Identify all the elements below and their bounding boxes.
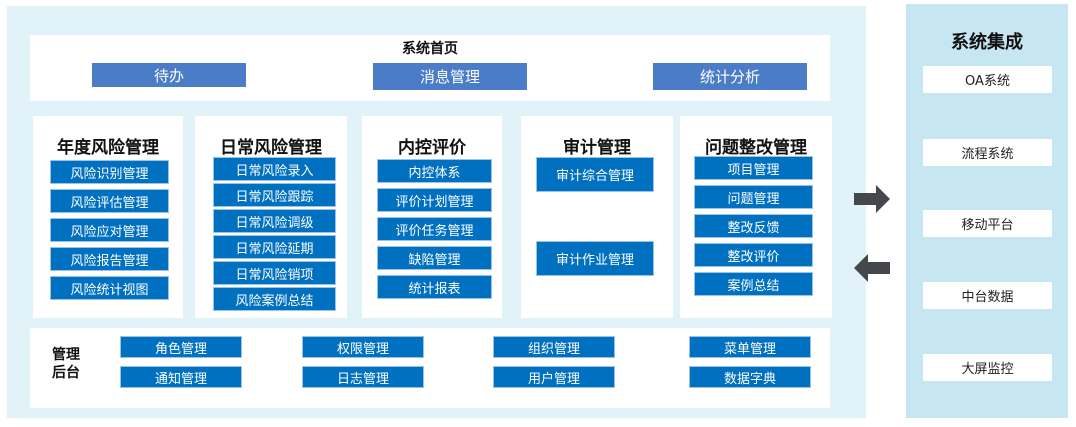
module-item-button[interactable]: 日常风险销项	[213, 261, 336, 285]
integration-item[interactable]: 移动平台	[923, 210, 1052, 237]
module-item-button[interactable]: 日常风险延期	[213, 235, 336, 259]
module-item-button[interactable]: 风险统计视图	[50, 276, 169, 300]
admin-title: 管理 后台	[52, 346, 80, 382]
integration-item[interactable]: 大屏监控	[923, 354, 1052, 381]
module-item-button[interactable]: 整改评价	[694, 243, 813, 267]
arrow-right-icon	[854, 185, 890, 213]
admin-title-line2: 后台	[52, 365, 80, 381]
module-item-button[interactable]: 风险报告管理	[50, 247, 169, 271]
admin-button[interactable]: 数据字典	[689, 366, 811, 388]
module-item-button[interactable]: 审计综合管理	[536, 157, 654, 192]
module-item-button[interactable]: 问题管理	[694, 185, 813, 209]
admin-button[interactable]: 组织管理	[493, 336, 615, 358]
module-card-audit	[521, 116, 673, 318]
integration-title: 系统集成	[951, 32, 1023, 53]
module-title-audit: 审计管理	[563, 138, 631, 158]
admin-title-line1: 管理	[52, 347, 80, 363]
admin-button[interactable]: 通知管理	[120, 366, 242, 388]
module-item-button[interactable]: 统计报表	[377, 275, 492, 299]
statistics-analysis-button[interactable]: 统计分析	[653, 63, 807, 90]
module-item-button[interactable]: 风险识别管理	[50, 160, 169, 184]
integration-item[interactable]: OA系统	[923, 66, 1052, 93]
integration-item[interactable]: 中台数据	[923, 282, 1052, 309]
module-title-issue-rectification: 问题整改管理	[705, 138, 807, 158]
admin-button[interactable]: 日志管理	[302, 366, 424, 388]
admin-button[interactable]: 用户管理	[493, 366, 615, 388]
home-title: 系统首页	[402, 41, 458, 57]
module-item-button[interactable]: 整改反馈	[694, 214, 813, 238]
todo-button[interactable]: 待办	[92, 63, 246, 87]
module-item-button[interactable]: 项目管理	[694, 156, 813, 180]
arrow-left-icon	[854, 254, 890, 282]
module-item-button[interactable]: 日常风险调级	[213, 209, 336, 233]
module-item-button[interactable]: 评价计划管理	[377, 188, 492, 212]
module-title-annual-risk: 年度风险管理	[57, 138, 159, 158]
module-item-button[interactable]: 风险应对管理	[50, 218, 169, 242]
module-item-button[interactable]: 风险评估管理	[50, 189, 169, 213]
integration-item[interactable]: 流程系统	[923, 139, 1052, 166]
module-item-button[interactable]: 缺陷管理	[377, 246, 492, 270]
module-item-button[interactable]: 评价任务管理	[377, 217, 492, 241]
message-management-button[interactable]: 消息管理	[373, 63, 527, 90]
module-item-button[interactable]: 风险案例总结	[213, 287, 336, 311]
module-title-daily-risk: 日常风险管理	[220, 138, 322, 158]
admin-button[interactable]: 菜单管理	[689, 336, 811, 358]
module-item-button[interactable]: 日常风险跟踪	[213, 183, 336, 207]
module-item-button[interactable]: 日常风险录入	[213, 157, 336, 181]
module-item-button[interactable]: 案例总结	[694, 272, 813, 296]
module-title-internal-control: 内控评价	[398, 138, 466, 158]
admin-button[interactable]: 角色管理	[120, 336, 242, 358]
module-item-button[interactable]: 审计作业管理	[536, 241, 654, 276]
module-item-button[interactable]: 内控体系	[377, 159, 492, 183]
admin-button[interactable]: 权限管理	[302, 336, 424, 358]
